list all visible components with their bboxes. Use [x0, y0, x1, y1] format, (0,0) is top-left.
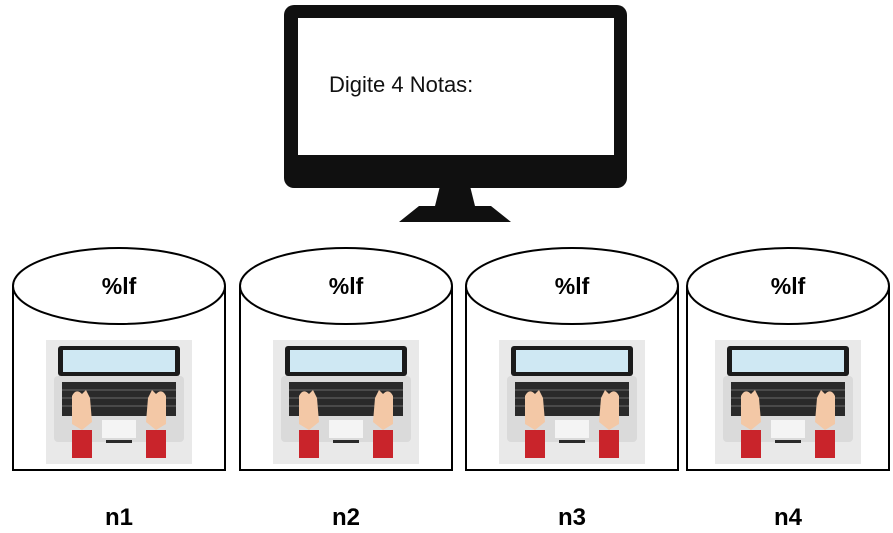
laptop-typing-icon: [273, 340, 419, 464]
variable-name-n3: n3: [557, 504, 586, 531]
format-specifier: %lf: [328, 273, 364, 299]
variable-cylinder-n3: %lf: [464, 246, 680, 472]
monitor-screen: [298, 18, 614, 155]
monitor-stand-icon: [399, 186, 511, 222]
monitor-prompt-text: Digite 4 Notas:: [329, 72, 474, 97]
variable-cylinder-n2: %lf: [238, 246, 454, 472]
format-specifier: %lf: [554, 273, 590, 299]
variable-cylinder-n1: %lf: [11, 246, 227, 472]
format-specifier: %lf: [101, 273, 137, 299]
format-specifier: %lf: [770, 273, 806, 299]
variable-name-n4: n4: [773, 504, 802, 531]
laptop-typing-icon: [46, 340, 192, 464]
variable-name-n1: n1: [104, 504, 133, 531]
variable-name-n2: n2: [331, 504, 360, 531]
laptop-typing-icon: [715, 340, 861, 464]
laptop-typing-icon: [499, 340, 645, 464]
variable-cylinder-n4: %lf: [685, 246, 891, 472]
